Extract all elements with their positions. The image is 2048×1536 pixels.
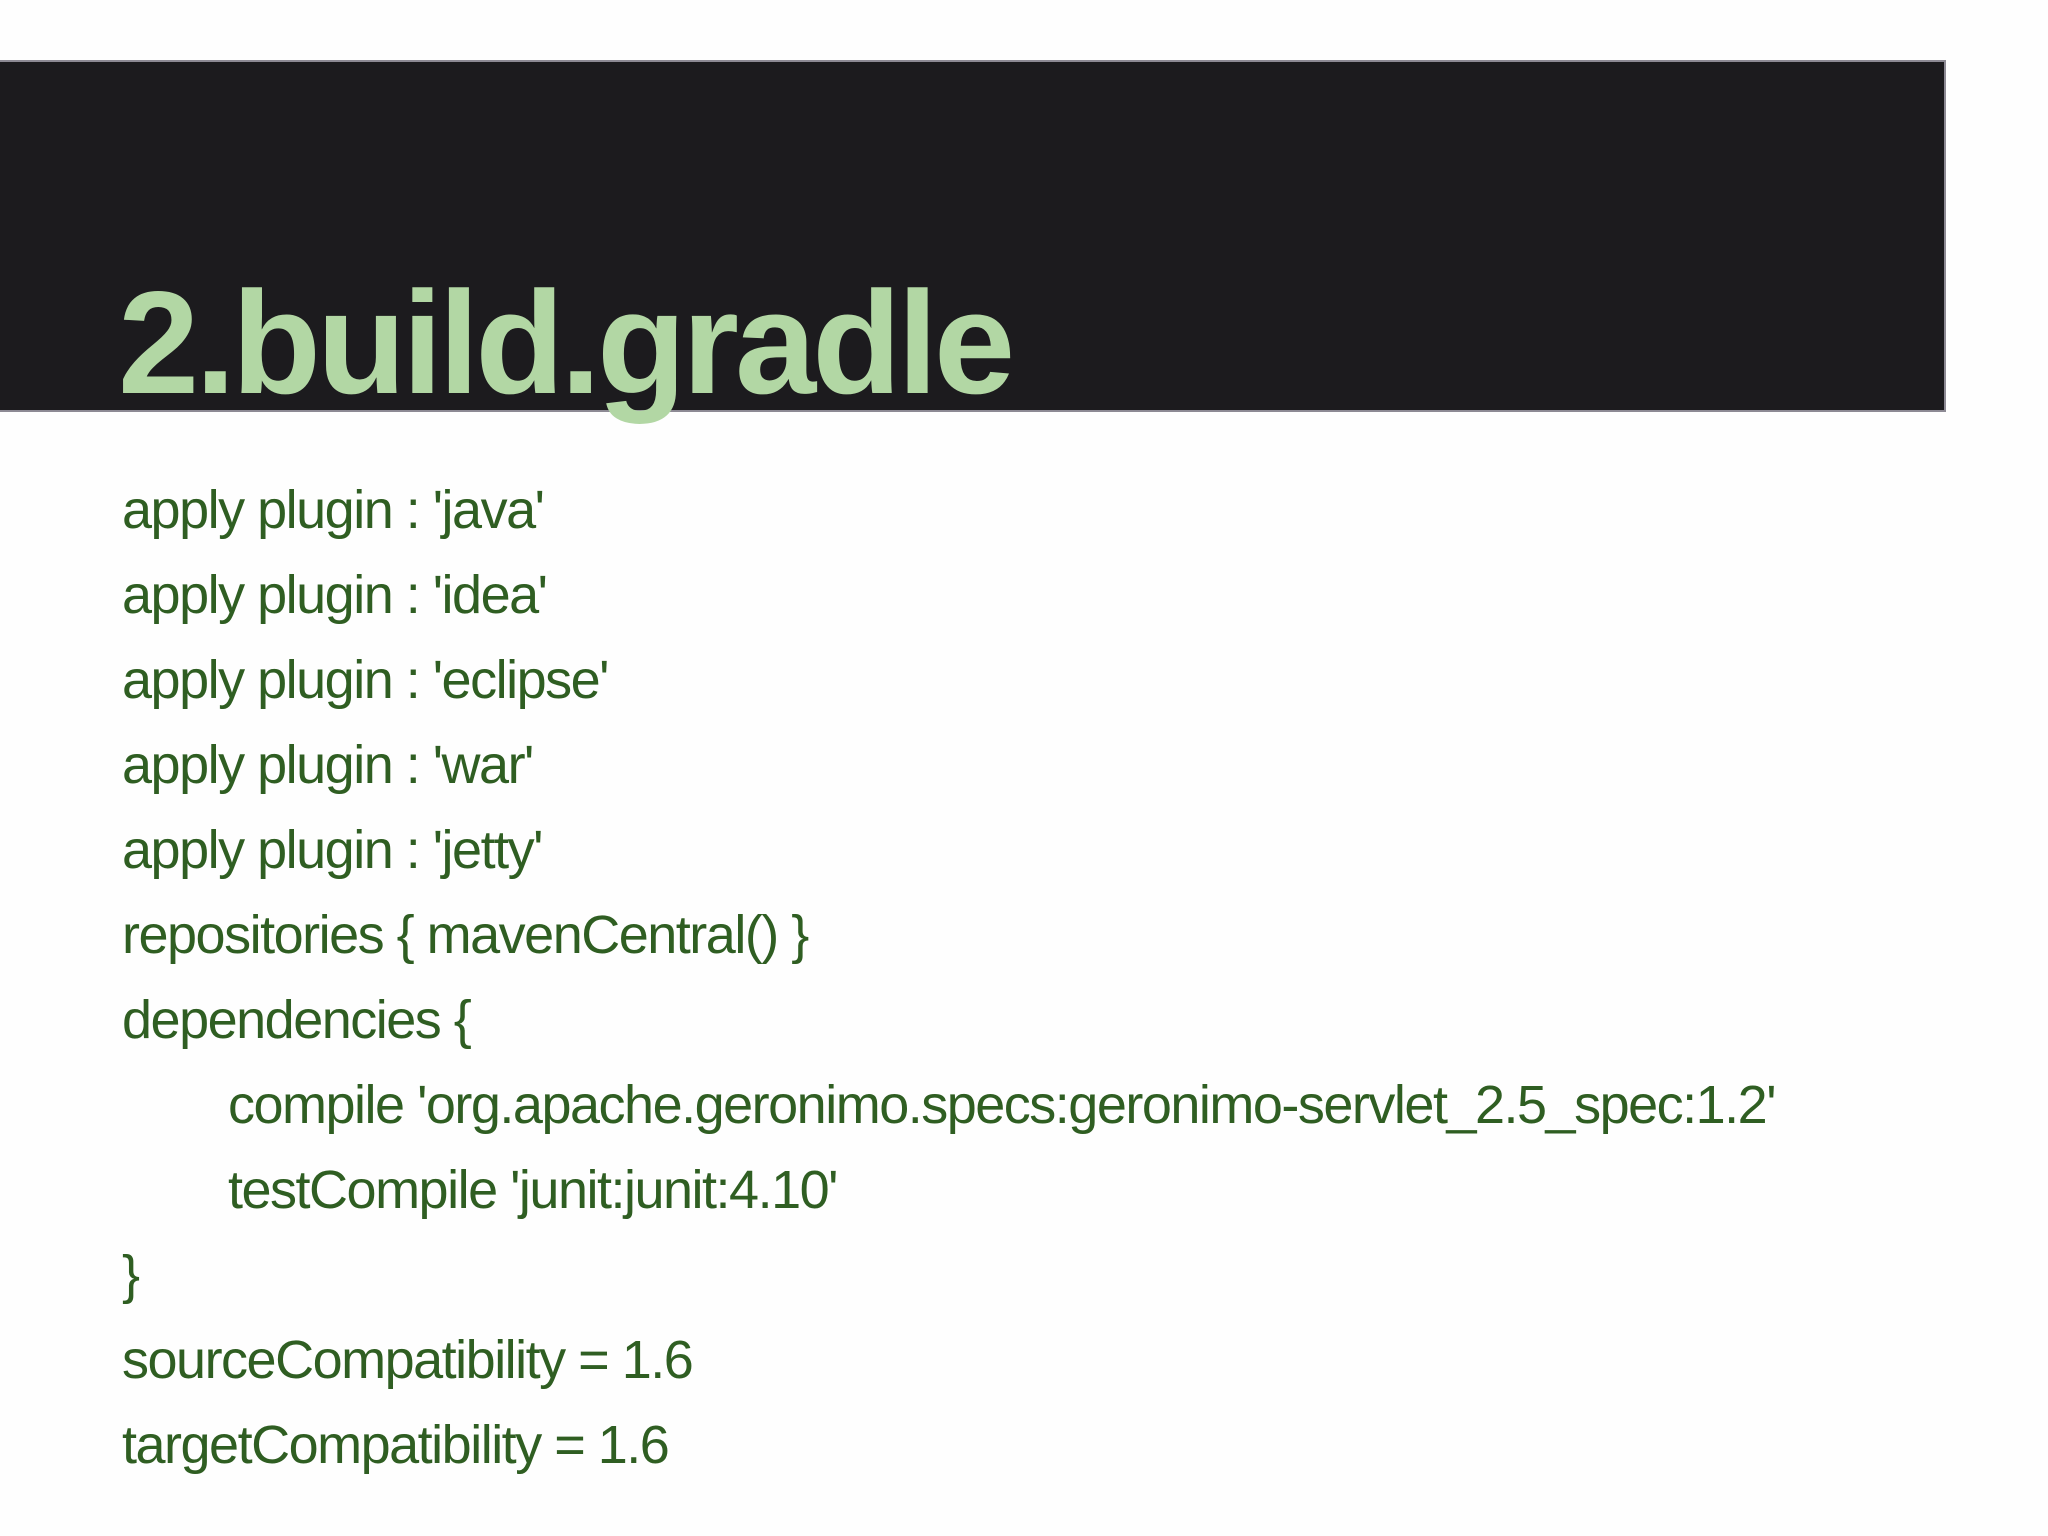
code-line: sourceCompatibility = 1.6	[122, 1318, 2048, 1403]
code-line-text: apply plugin : 'eclipse'	[122, 650, 609, 710]
code-line: dependencies {	[122, 978, 2048, 1063]
code-line: targetCompatibility = 1.6	[122, 1403, 2048, 1488]
code-line-text: dependencies {	[122, 990, 472, 1050]
code-line: }	[122, 1233, 2048, 1318]
code-line-text: apply plugin : 'idea'	[122, 565, 548, 625]
code-line-text: apply plugin : 'jetty'	[122, 820, 543, 880]
code-line-text: repositories { mavenCentral() }	[122, 905, 809, 965]
code-line-text: targetCompatibility = 1.6	[122, 1415, 670, 1475]
code-line: apply plugin : 'eclipse'	[122, 638, 2048, 723]
code-line-text: sourceCompatibility = 1.6	[122, 1330, 694, 1390]
code-line-text: compile 'org.apache.geronimo.specs:geron…	[228, 1075, 1777, 1135]
code-line: testCompile 'junit:junit:4.10'	[122, 1148, 2048, 1233]
code-line: repositories { mavenCentral() }	[122, 893, 2048, 978]
code-line-text: testCompile 'junit:junit:4.10'	[228, 1160, 838, 1220]
code-line-text: }	[122, 1245, 140, 1305]
code-line: apply plugin : 'jetty'	[122, 808, 2048, 893]
code-line: compile 'org.apache.geronimo.specs:geron…	[122, 1063, 2048, 1148]
code-line: apply plugin : 'idea'	[122, 553, 2048, 638]
code-line-text: apply plugin : 'war'	[122, 735, 534, 795]
code-line-text: apply plugin : 'java'	[122, 480, 545, 540]
code-block: apply plugin : 'java' apply plugin : 'id…	[122, 468, 2048, 1488]
code-line: apply plugin : 'war'	[122, 723, 2048, 808]
code-line: apply plugin : 'java'	[122, 468, 2048, 553]
page-title: 2.build.gradle	[118, 261, 1015, 424]
title-banner: 2.build.gradle	[0, 60, 1946, 416]
